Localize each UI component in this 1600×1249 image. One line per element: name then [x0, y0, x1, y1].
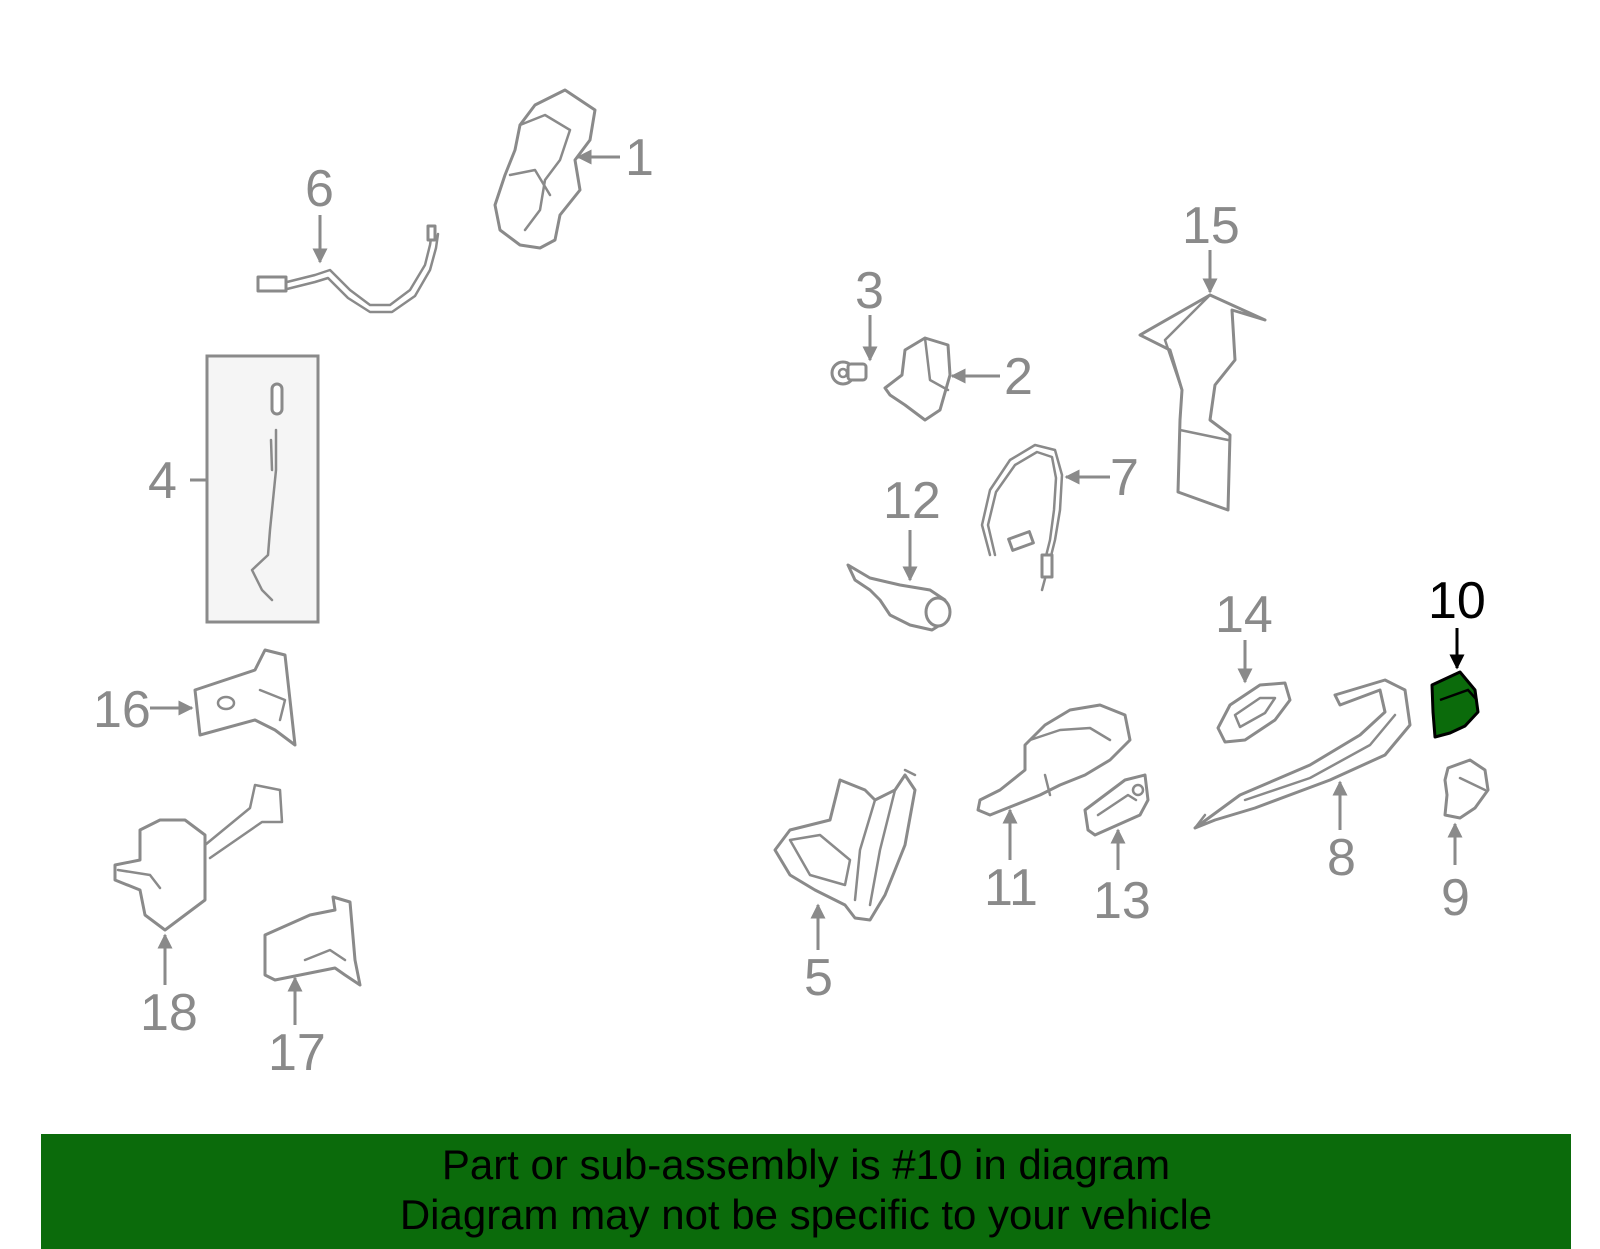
part-5-lock-actuator: [773, 768, 917, 922]
banner-line-1: Part or sub-assembly is #10 in diagram: [441, 1141, 1171, 1188]
callout-15: 15: [1182, 197, 1240, 255]
callout-14: 14: [1215, 586, 1273, 644]
part-11-handle-bracket: [976, 703, 1132, 817]
part-14-gasket: [1216, 681, 1292, 744]
part-7-cable: [980, 443, 1064, 592]
part-13-pad: [1083, 773, 1150, 837]
callout-2: 2: [1004, 348, 1033, 406]
part-12-actuator: [846, 563, 952, 632]
callout-13: 13: [1093, 872, 1151, 930]
part-9-cap: [1443, 758, 1490, 820]
callout-8: 8: [1327, 829, 1356, 887]
part-4-rod-kit: [205, 354, 320, 624]
part-info-banner: Part or sub-assembly is #10 in diagram D…: [41, 1134, 1571, 1249]
callout-12: 12: [883, 472, 941, 530]
callout-10: 10: [1428, 572, 1486, 630]
banner-line-2: Diagram may not be specific to your vehi…: [399, 1191, 1213, 1238]
part-2-bracket: [883, 336, 952, 422]
part-18-door-check: [113, 783, 284, 932]
callout-18: 18: [140, 984, 198, 1042]
part-17-hinge: [263, 895, 362, 987]
callout-16: 16: [93, 681, 151, 739]
callout-4: 4: [148, 452, 177, 510]
callout-11: 11: [984, 859, 1038, 917]
part-3-screw: [830, 360, 868, 386]
callout-9: 9: [1441, 869, 1470, 927]
callout-17: 17: [268, 1024, 326, 1082]
callout-1: 1: [625, 129, 654, 187]
part-10-highlighted-cover: [1430, 670, 1480, 739]
part-6-cable: [256, 224, 440, 314]
callout-6: 6: [305, 160, 334, 218]
part-16-hinge: [193, 648, 297, 747]
callout-5: 5: [804, 949, 833, 1007]
callout-7: 7: [1110, 449, 1139, 507]
part-8-outside-handle: [1193, 678, 1412, 830]
part-1-latch-housing: [493, 88, 597, 250]
callout-3: 3: [855, 262, 884, 320]
part-15-panel: [1138, 293, 1267, 512]
